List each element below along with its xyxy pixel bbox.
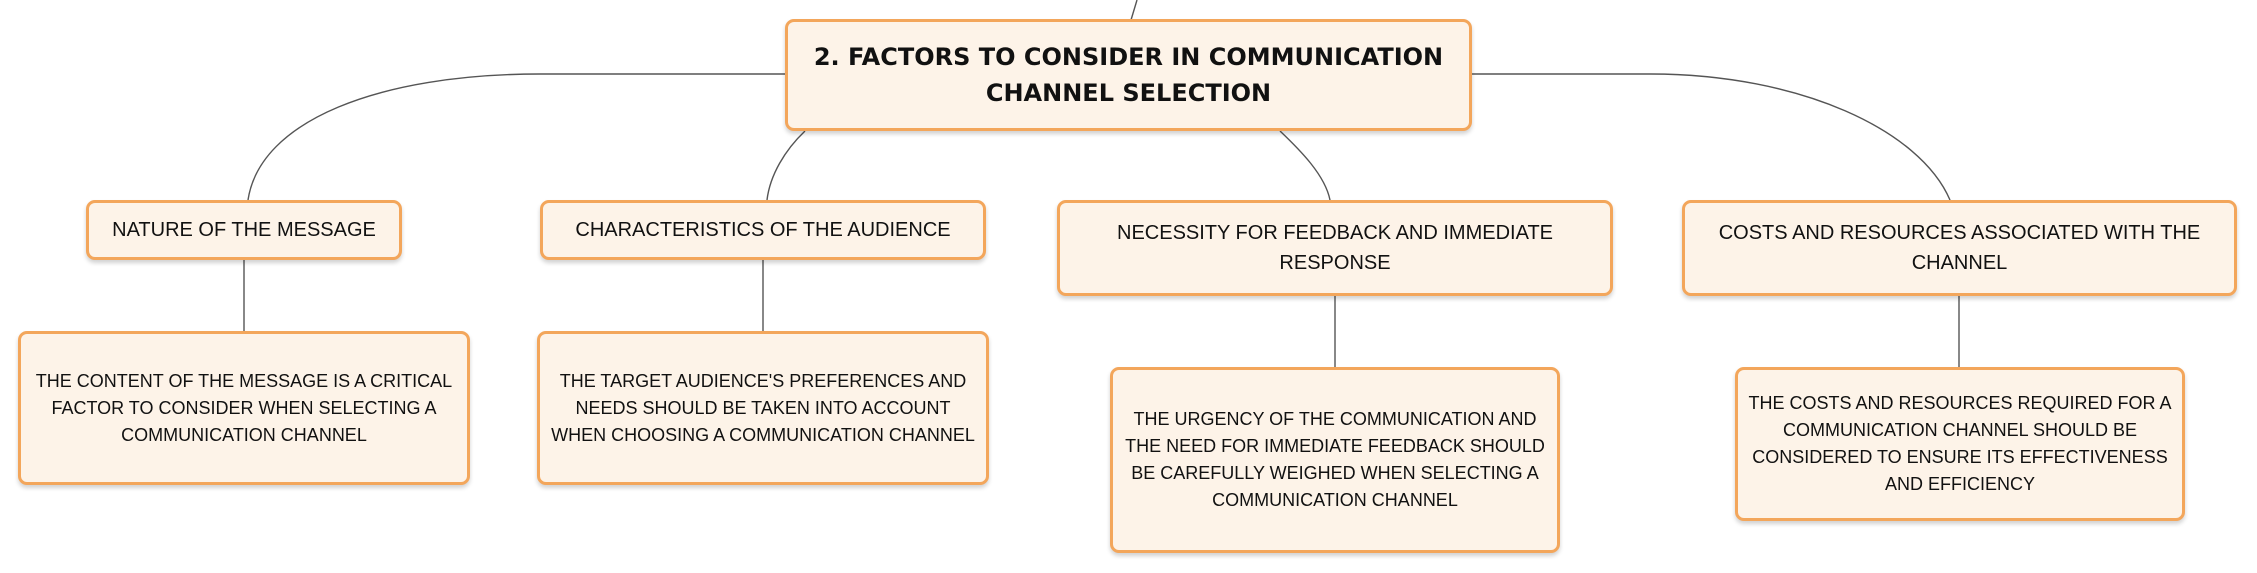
detail-node-text: THE URGENCY OF THE COMMUNICATION AND THE… bbox=[1125, 409, 1545, 510]
connector-root-to-audience bbox=[766, 130, 806, 201]
connector-parent-to-root bbox=[1130, 0, 1138, 21]
connector-root-to-feedback bbox=[1279, 130, 1331, 201]
detail-node-costs-resources[interactable]: THE COSTS AND RESOURCES REQUIRED FOR A C… bbox=[1735, 367, 2185, 521]
detail-node-text: THE TARGET AUDIENCE'S PREFERENCES AND NE… bbox=[551, 370, 975, 445]
factor-node-costs-resources[interactable]: COSTS AND RESOURCES ASSOCIATED WITH THE … bbox=[1682, 200, 2237, 296]
root-node[interactable]: 2. FACTORS TO CONSIDER IN COMMUNICATION … bbox=[785, 19, 1472, 131]
detail-node-text: THE CONTENT OF THE MESSAGE IS A CRITICAL… bbox=[35, 370, 453, 445]
factor-node-audience-characteristics[interactable]: CHARACTERISTICS OF THE AUDIENCE bbox=[540, 200, 986, 260]
factor-node-label: COSTS AND RESOURCES ASSOCIATED WITH THE … bbox=[1718, 222, 2201, 274]
detail-node-text: THE COSTS AND RESOURCES REQUIRED FOR A C… bbox=[1748, 393, 2172, 494]
factor-node-label: NATURE OF THE MESSAGE bbox=[112, 219, 376, 241]
factor-node-feedback-necessity[interactable]: NECESSITY FOR FEEDBACK AND IMMEDIATE RES… bbox=[1057, 200, 1613, 296]
factor-node-label: CHARACTERISTICS OF THE AUDIENCE bbox=[575, 219, 951, 241]
root-node-label: 2. FACTORS TO CONSIDER IN COMMUNICATION … bbox=[813, 43, 1444, 107]
detail-node-feedback-necessity[interactable]: THE URGENCY OF THE COMMUNICATION AND THE… bbox=[1110, 367, 1560, 553]
factor-node-label: NECESSITY FOR FEEDBACK AND IMMEDIATE RES… bbox=[1117, 222, 1553, 274]
connector-root-to-costs bbox=[1470, 73, 1951, 201]
factor-node-nature-of-message[interactable]: NATURE OF THE MESSAGE bbox=[86, 200, 402, 260]
connector-root-to-nature bbox=[247, 73, 787, 201]
detail-node-audience-characteristics[interactable]: THE TARGET AUDIENCE'S PREFERENCES AND NE… bbox=[537, 331, 989, 485]
detail-node-nature-of-message[interactable]: THE CONTENT OF THE MESSAGE IS A CRITICAL… bbox=[18, 331, 470, 485]
